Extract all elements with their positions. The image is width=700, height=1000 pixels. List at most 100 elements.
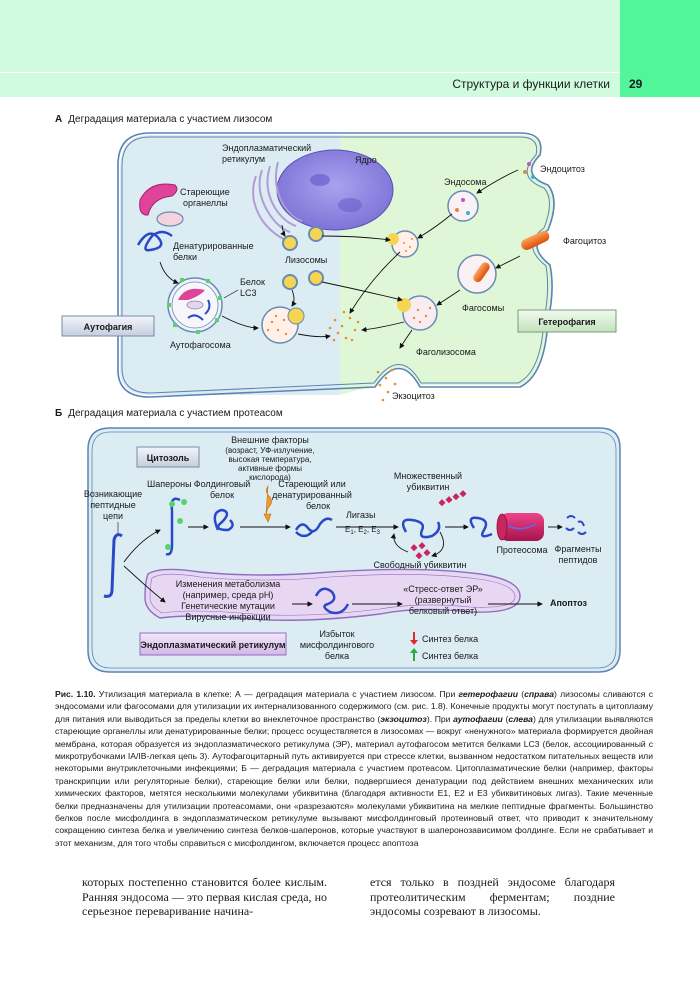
denatured-protein-b xyxy=(294,517,333,538)
label-autophagosome: Аутофагосома xyxy=(170,340,231,350)
label-er-stress-1: «Стресс-ответ ЭР» xyxy=(403,584,483,594)
lysosomes xyxy=(282,226,324,290)
chaperone-protein xyxy=(165,497,181,556)
caption-text: ). При xyxy=(426,713,454,724)
label-misfolded-3: белка xyxy=(325,651,349,661)
panel-b-diagram: Цитозоль Внешние факторы (возраст, УФ-из… xyxy=(84,427,621,673)
page-tab xyxy=(620,0,700,97)
cytosol-box-label: Цитозоль xyxy=(147,453,190,463)
misfolded-protein xyxy=(314,587,350,615)
label-lysosomes: Лизосомы xyxy=(285,255,327,265)
free-ubiquitin xyxy=(410,542,431,560)
label-nucleus: Ядро xyxy=(355,155,377,165)
label-misfolded-2: мисфолдингового xyxy=(300,640,374,650)
label-synth-down: Синтез белка xyxy=(422,634,478,644)
label-er-1: Эндоплазматический xyxy=(222,143,311,153)
label-external-factors-1: Внешние факторы xyxy=(231,435,309,445)
label-lc3-1: Белок xyxy=(240,277,265,287)
caption-text: ) лизосомы сливаются с эндосомами или фа… xyxy=(55,689,653,724)
er-box-label: Эндоплазматический ретикулум xyxy=(140,640,285,650)
label-fragments-2: пептидов xyxy=(559,555,598,565)
header-band xyxy=(0,0,620,72)
label-er-cause-1: Изменения метаболизма xyxy=(176,579,281,589)
label-denatured-1: Денатурированные xyxy=(173,241,254,251)
label-synth-up: Синтез белка xyxy=(422,651,478,661)
figure-diagram: Ядро Эндоплазматический ретикулум Старею… xyxy=(61,132,621,673)
label-multi-ubiquitin-1: Множественный xyxy=(394,471,462,481)
er-box xyxy=(139,632,287,656)
panel-b-label: Б Деградация материала с участием протеас… xyxy=(55,408,283,419)
label-denatured-2: белки xyxy=(173,252,197,262)
label-er-cause-4: Вирусные инфекции xyxy=(185,612,270,622)
panel-b-title: Деградация материала с участием протеасо… xyxy=(68,408,283,419)
label-free-ubiquitin: Свободный убиквитин xyxy=(373,560,466,570)
label-apoptosis: Апоптоз xyxy=(550,598,588,608)
label-er-2: ретикулум xyxy=(222,154,265,164)
endoplasmic-reticulum xyxy=(252,161,303,241)
label-nascent-1: Возникающие xyxy=(84,489,142,499)
caption-text: ( xyxy=(502,713,509,724)
caption-term-autophagy: аутофагии xyxy=(453,713,503,724)
arrow-down-red-icon xyxy=(410,632,418,645)
phagocytosed-bacterium xyxy=(521,230,550,250)
endocytosis-pit xyxy=(523,162,535,179)
peptide-fragments xyxy=(565,515,587,535)
label-external-factors-4: активные формы xyxy=(238,464,302,473)
caption-term-right: справа xyxy=(524,689,554,699)
running-title: Структура и функции клетки xyxy=(452,77,610,91)
header-band-running xyxy=(0,73,620,97)
label-phagocytosis: Фагоцитоз xyxy=(563,236,606,246)
autophagy-box-label: Аутофагия xyxy=(84,322,133,332)
label-aging-protein-1: Стареющий или xyxy=(278,479,346,489)
proteasome xyxy=(500,513,544,541)
aging-organelle xyxy=(156,211,184,227)
label-external-factors-5: кислорода) xyxy=(249,473,291,482)
label-nascent-2: пептидные xyxy=(90,500,136,510)
label-aging-organelles-2: органеллы xyxy=(183,198,228,208)
page-number: 29 xyxy=(629,77,643,91)
panel-b-letter: Б xyxy=(55,408,63,419)
label-phagosomes: Фагосомы xyxy=(462,303,504,313)
label-endocytosis: Эндоцитоз xyxy=(540,164,585,174)
autophagosome xyxy=(167,277,223,334)
ubiquitinated-protein xyxy=(401,518,441,539)
caption-term-heterophagy: гетерофагии xyxy=(458,689,518,699)
label-chaperones: Шапероны xyxy=(147,479,192,489)
autolysosome xyxy=(261,306,305,344)
label-er-cause-2: (например, среда pH) xyxy=(183,590,274,600)
label-folding-2: белок xyxy=(210,490,234,500)
denatured-protein xyxy=(136,230,173,252)
label-ligases-e: E1, E2, E3 xyxy=(345,525,381,536)
label-lc3-2: LC3 xyxy=(240,288,257,298)
caption-text: ( xyxy=(517,689,525,699)
label-proteasome: Протеосома xyxy=(496,545,547,555)
panel-a-title: Деградация материала с участием лизосом xyxy=(68,114,273,125)
exocytosis-particles xyxy=(376,368,397,402)
label-external-factors-2: (возраст, УФ-излучение, xyxy=(225,446,314,455)
cytosol-box xyxy=(136,446,200,468)
label-er-stress-3: белковый ответ) xyxy=(409,606,477,616)
figure-caption: Рис. 1.10. Утилизация материала в клетке… xyxy=(55,688,653,849)
autophagy-box xyxy=(61,315,155,337)
label-external-factors-3: высокая температура, xyxy=(228,455,311,464)
label-er-cause-3: Генетические мутации xyxy=(181,601,275,611)
body-text-left: которых постепенно становится более кисл… xyxy=(82,875,327,918)
label-nascent-3: цепи xyxy=(103,511,123,521)
label-exocytosis: Экзоцитоз xyxy=(392,391,435,401)
ubiquitin-chain xyxy=(438,490,467,507)
label-misfolded-1: Избыток xyxy=(319,629,354,639)
caption-term-exocytosis: экзоцитоз xyxy=(380,713,427,724)
caption-text: ) для утилизации выявляются стареющие ор… xyxy=(55,713,653,848)
caption-term-left: слева xyxy=(508,713,533,724)
label-folding-1: Фолдинговый xyxy=(194,479,251,489)
phagolysosome xyxy=(397,295,438,331)
label-aging-protein-2: денатурированный xyxy=(272,490,352,500)
label-endosome: Эндосома xyxy=(444,177,487,187)
label-aging-protein-3: белок xyxy=(306,501,330,511)
heterophagy-box xyxy=(517,309,617,333)
phagosome xyxy=(457,254,497,294)
label-aging-organelles-1: Стареющие xyxy=(180,187,230,197)
label-fragments-1: Фрагменты xyxy=(555,544,602,554)
caption-text: Утилизация материала в клетке: А — дегра… xyxy=(95,689,459,699)
